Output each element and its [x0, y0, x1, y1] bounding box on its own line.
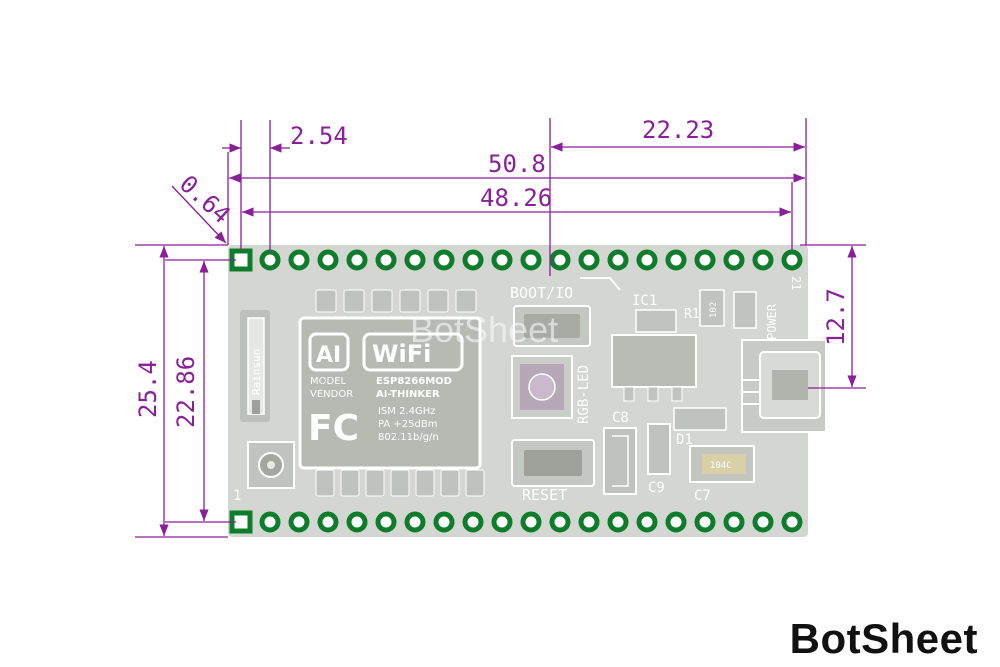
- wifi-logo-text: WiFi: [372, 340, 431, 368]
- rgb-led-label: RGB-LED: [576, 365, 592, 424]
- rgb-led: RGB-LED: [511, 355, 592, 424]
- ai-logo: [308, 332, 350, 372]
- top-pin-pad: [462, 249, 484, 271]
- esp8266-module: AI WiFi MODEL VENDOR ESP8266MOD AI-THINK…: [298, 316, 482, 470]
- bottom-pin-pad: [346, 511, 368, 533]
- bottom-pin-pad: [288, 511, 310, 533]
- d1-label: D1: [676, 432, 693, 448]
- bottom-pin-pad: [752, 511, 774, 533]
- micro-usb-connector: [741, 339, 827, 433]
- top-pin-pad: [752, 249, 774, 271]
- top-pin-pad: [665, 249, 687, 271]
- header-pins-top-row: [229, 248, 803, 272]
- dim-pin-pitch: 2.54: [290, 122, 348, 150]
- bottom-pin-pad: [462, 511, 484, 533]
- c7-label: C7: [694, 488, 711, 504]
- dim-header-span: 48.26: [480, 184, 552, 212]
- top-pin-pad: [404, 249, 426, 271]
- c9-label: C9: [648, 480, 665, 496]
- module-part-number: ESP8266MOD: [376, 376, 452, 387]
- top-pin-pad: [375, 249, 397, 271]
- dim-row-spacing: 22.86: [172, 356, 200, 428]
- reset-label: RESET: [522, 486, 567, 504]
- dim-led-offset: 22.23: [642, 116, 714, 144]
- bottom-pin-pad: [520, 511, 542, 533]
- bottom-pin-pad: [375, 511, 397, 533]
- r1-value: 102: [709, 302, 719, 318]
- top-pin-pad: [781, 249, 803, 271]
- bottom-pin-pad: [404, 511, 426, 533]
- dim-usb-center: 12.7: [822, 288, 850, 346]
- c7-value: 104C: [710, 461, 732, 471]
- r1-resistor: R1 102: [684, 289, 725, 327]
- module-ism-band: ISM 2.4GHz: [378, 406, 436, 417]
- top-pin-pad: [259, 249, 281, 271]
- pin-1-label: 1: [233, 488, 241, 504]
- top-pin-pad: [723, 249, 745, 271]
- bottom-pin-pad: [578, 511, 600, 533]
- module-pa-power: PA +25dBm: [378, 419, 437, 430]
- top-pin-pad: [578, 249, 600, 271]
- r1-label: R1: [684, 307, 700, 322]
- top-pin-pad: [346, 249, 368, 271]
- top-pin-pad: [520, 249, 542, 271]
- top-pin-pad: [288, 249, 310, 271]
- top-pin-pad: [491, 249, 513, 271]
- c7-capacitor: 104C C7: [689, 445, 755, 504]
- dim-board-width: 25.4: [134, 360, 162, 418]
- boot-label: BOOT/IO: [510, 284, 573, 302]
- antenna: Rainsun: [240, 310, 270, 422]
- d1-diode: D1: [673, 407, 727, 448]
- bottom-pin-pad: [723, 511, 745, 533]
- bottom-pin-pad: [317, 511, 339, 533]
- power-label: POWER: [765, 303, 779, 340]
- top-pin-pad: [636, 249, 658, 271]
- ic1-regulator: IC1: [611, 293, 697, 402]
- dimension-labels: 2.54 22.23 50.8 48.26 0.64 25.4 22.86 12…: [134, 116, 850, 428]
- top-pin-pad: [607, 249, 629, 271]
- reset-button: RESET: [511, 439, 595, 504]
- dimension-lines: [135, 118, 866, 538]
- bottom-pin-pad: [491, 511, 513, 533]
- module-pads-top: [315, 289, 477, 313]
- pcb-board: Rainsun: [228, 245, 827, 537]
- wifi-logo: [362, 332, 464, 372]
- bottom-pin-pad: [607, 511, 629, 533]
- watermark: BotSheet: [410, 309, 558, 350]
- ai-logo-text: AI: [316, 343, 341, 368]
- bottom-pin-pad: [549, 511, 571, 533]
- module-pads-bottom: [315, 469, 485, 497]
- bottom-pin-pad: [694, 511, 716, 533]
- boot-button: BOOT/IO: [510, 284, 591, 347]
- c8-capacitor: C8: [603, 410, 637, 495]
- top-pin-pad: [317, 249, 339, 271]
- top-pin-pad: [433, 249, 455, 271]
- bottom-pin-pad: [665, 511, 687, 533]
- power-led: POWER: [733, 291, 779, 340]
- ic1-label: IC1: [632, 293, 657, 309]
- dim-board-length: 50.8: [488, 150, 546, 178]
- bottom-pin-pad: [636, 511, 658, 533]
- bottom-pin-pad: [781, 511, 803, 533]
- c9-capacitor: C9: [647, 423, 671, 496]
- bottom-pin-pad: [433, 511, 455, 533]
- top-pin-pad: [549, 249, 571, 271]
- module-maker: AI-THINKER: [376, 389, 440, 400]
- antenna-label: Rainsun: [250, 349, 263, 395]
- pin-21-label: 21: [789, 276, 803, 290]
- board-notch: [580, 277, 621, 291]
- module-vendor-label: VENDOR: [310, 389, 353, 400]
- ipex-connector: [247, 441, 295, 489]
- header-pins-bottom-row: [229, 510, 803, 534]
- brand-logo: BotSheet: [789, 615, 978, 662]
- bottom-pin-pad: [259, 511, 281, 533]
- top-pin-pad: [694, 249, 716, 271]
- fcc-logo: FC: [308, 408, 359, 449]
- c8-label: C8: [612, 410, 629, 426]
- module-standard: 802.11b/g/n: [378, 432, 439, 443]
- module-model-label: MODEL: [310, 376, 347, 387]
